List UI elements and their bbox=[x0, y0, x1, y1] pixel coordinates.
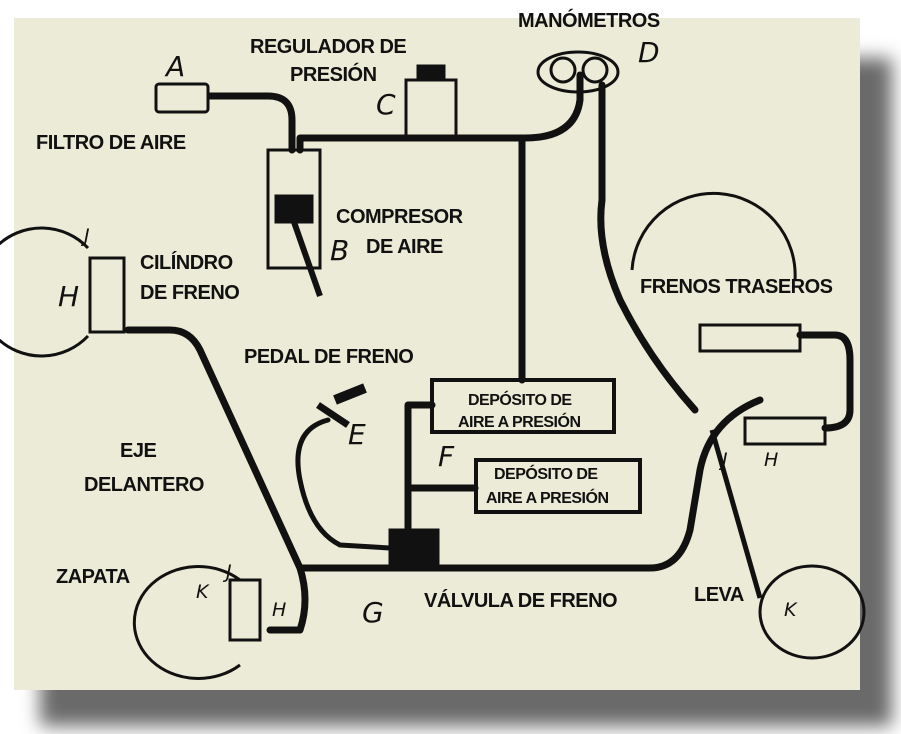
label-cilindro-2: DE FRENO bbox=[140, 282, 240, 304]
letter-b: B bbox=[330, 234, 350, 267]
letter-j-front-upper: J bbox=[84, 225, 90, 247]
gauge-left-icon bbox=[549, 56, 577, 84]
front-upper-brake-cylinder bbox=[88, 256, 126, 334]
label-pedal: PEDAL DE FRENO bbox=[244, 346, 414, 368]
letter-j-front-lower: J bbox=[226, 561, 232, 583]
gauge-right-icon bbox=[581, 56, 609, 84]
letter-d: D bbox=[638, 36, 660, 69]
label-manometros: MANÓMETROS bbox=[518, 10, 660, 32]
front-lower-brake-cylinder bbox=[228, 578, 262, 642]
air-compressor bbox=[266, 148, 322, 270]
label-filtro: FILTRO DE AIRE bbox=[36, 132, 186, 154]
label-cilindro-1: CILÍNDRO bbox=[140, 252, 233, 274]
foot-arrow-icon bbox=[333, 383, 367, 405]
brake-valve bbox=[388, 528, 440, 572]
rear-lower-drum bbox=[758, 564, 866, 660]
label-zapata: ZAPATA bbox=[56, 566, 130, 588]
label-compresor-2: DE AIRE bbox=[366, 236, 443, 258]
air-filter-body bbox=[154, 82, 210, 114]
label-deposito-2a: DEPÓSITO DE bbox=[494, 466, 598, 483]
rear-lower-brake-cylinder bbox=[743, 416, 827, 446]
label-eje-2: DELANTERO bbox=[84, 474, 204, 496]
rear-upper-drum bbox=[630, 191, 797, 281]
front-upper-wheel bbox=[0, 226, 90, 358]
letter-h-rear: H bbox=[764, 449, 779, 471]
regulator-cap bbox=[416, 64, 446, 82]
letter-k-rear: K bbox=[784, 599, 797, 621]
label-regulador-2: PRESIÓN bbox=[290, 64, 377, 86]
label-frenos-traseros: FRENOS TRASEROS bbox=[640, 276, 833, 298]
air-reservoir-2 bbox=[474, 458, 642, 514]
pressure-regulator bbox=[404, 78, 458, 138]
letter-j-rear: J bbox=[722, 449, 728, 471]
letter-a: A bbox=[166, 50, 186, 83]
air-reservoir-1 bbox=[430, 378, 616, 434]
diagram-panel bbox=[14, 18, 860, 690]
rear-upper-brake-cylinder bbox=[698, 323, 802, 353]
letter-f: F bbox=[438, 440, 455, 473]
letter-k-front: K bbox=[196, 581, 209, 603]
letter-c: C bbox=[376, 88, 396, 121]
label-deposito-1b: AIRE A PRESIÓN bbox=[458, 414, 581, 431]
crank-rod bbox=[291, 221, 323, 297]
label-deposito-1a: DEPÓSITO DE bbox=[468, 392, 572, 409]
label-deposito-2b: AIRE A PRESIÓN bbox=[486, 490, 609, 507]
brake-pedal bbox=[316, 402, 350, 428]
rear-lever bbox=[709, 429, 763, 599]
compressor-piston bbox=[274, 194, 314, 224]
label-regulador-1: REGULADOR DE bbox=[250, 36, 407, 58]
air-pipes bbox=[124, 71, 854, 634]
label-compresor-1: COMPRESOR bbox=[336, 206, 463, 228]
letter-h-front-lower: H bbox=[272, 599, 287, 621]
letter-h-front-upper: H bbox=[58, 280, 80, 313]
manometer-housing bbox=[536, 50, 620, 94]
label-eje-1: EJE bbox=[120, 440, 157, 462]
components bbox=[0, 50, 866, 680]
letter-g: G bbox=[362, 596, 384, 629]
label-leva: LEVA bbox=[694, 584, 744, 606]
label-valvula: VÁLVULA DE FRENO bbox=[424, 590, 618, 612]
front-lower-wheel bbox=[132, 565, 241, 680]
letter-e: E bbox=[348, 418, 366, 451]
